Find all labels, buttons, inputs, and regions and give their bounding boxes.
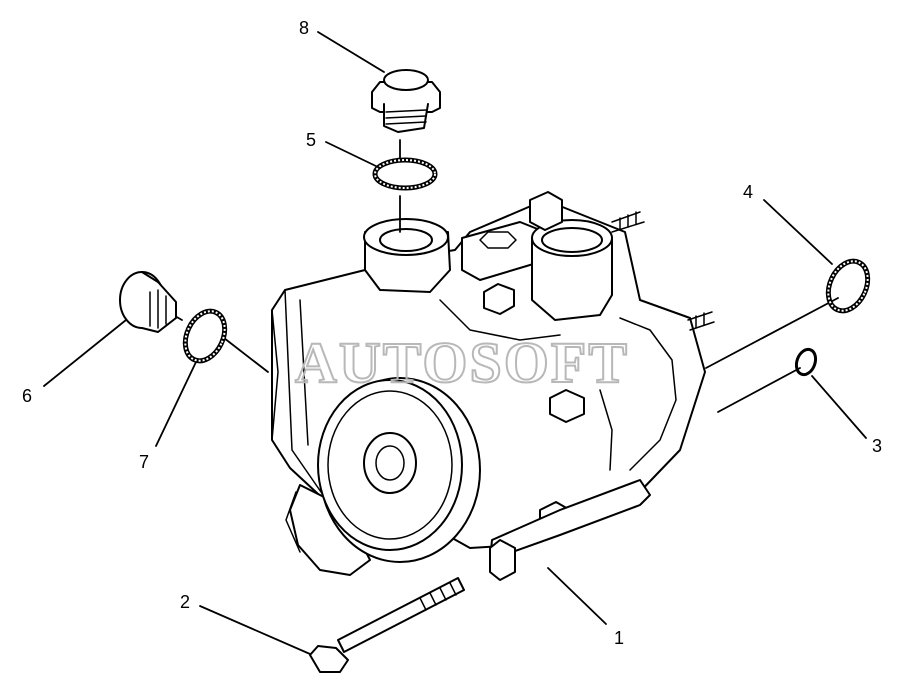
leader-lines bbox=[43, 31, 867, 655]
callout-5: 5 bbox=[306, 130, 316, 150]
callout-1: 1 bbox=[614, 628, 624, 648]
gasket-part-7 bbox=[182, 308, 228, 364]
callout-6: 6 bbox=[22, 386, 32, 406]
gasket-part-4 bbox=[825, 258, 871, 314]
watermark-text: AUTOSOFT bbox=[295, 330, 629, 395]
callout-2: 2 bbox=[180, 592, 190, 612]
gasket-part-5 bbox=[372, 157, 438, 191]
bolt-part-2 bbox=[309, 577, 465, 673]
callout-8: 8 bbox=[299, 18, 309, 38]
pulley bbox=[317, 377, 481, 563]
o-ring-part-3 bbox=[794, 347, 818, 377]
fitting-plug-part-8 bbox=[371, 69, 441, 133]
callout-labels: 8 5 4 6 7 3 2 1 bbox=[22, 18, 882, 648]
callout-7: 7 bbox=[139, 452, 149, 472]
plug-part-6 bbox=[119, 271, 177, 333]
callout-4: 4 bbox=[743, 182, 753, 202]
callout-3: 3 bbox=[872, 436, 882, 456]
